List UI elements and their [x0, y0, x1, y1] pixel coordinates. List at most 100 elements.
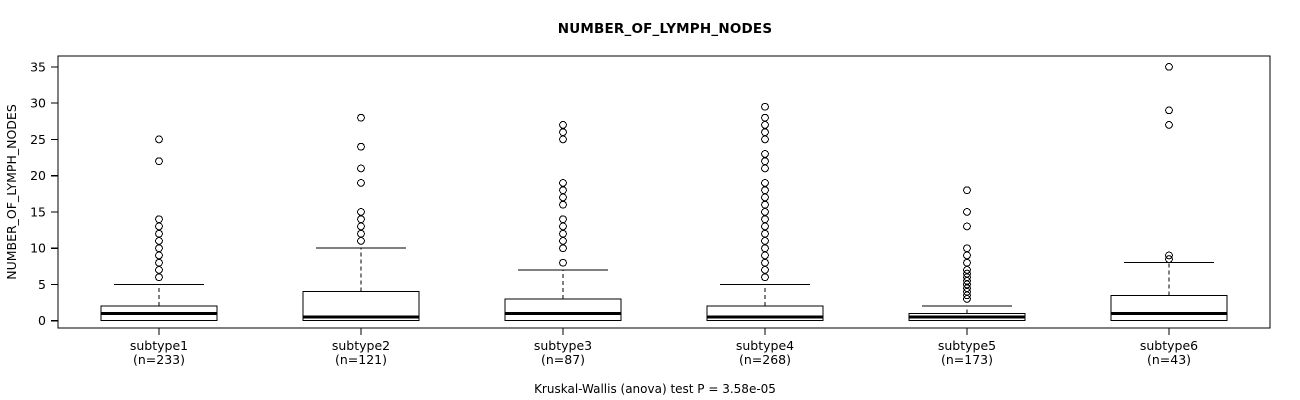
outlier-point	[761, 229, 769, 238]
outlier-point	[1165, 121, 1173, 129]
statistical-test-note: Kruskal-Wallis (anova) test P = 3.58e-05	[534, 382, 776, 396]
outlier-point	[761, 113, 769, 122]
box-body	[504, 298, 622, 322]
outlier-point	[155, 215, 163, 224]
outlier-point	[155, 222, 163, 231]
outlier-point	[761, 251, 769, 260]
outlier-point	[761, 150, 769, 158]
y-tick-label: 5	[38, 277, 46, 292]
x-axis-category-label: subtype3	[534, 338, 592, 353]
outlier-point	[963, 251, 971, 260]
outlier-point	[559, 237, 567, 245]
outlier-point	[761, 102, 769, 111]
outlier-point	[761, 258, 769, 267]
plot-border	[57, 55, 1271, 329]
boxplot-group-subtype5	[908, 186, 1026, 322]
outlier-point	[761, 135, 769, 144]
boxplot-group-subtype3	[504, 121, 622, 322]
plot-frame	[57, 55, 1271, 329]
outlier-point	[1165, 251, 1173, 260]
outlier-point	[155, 135, 163, 144]
outlier-point	[559, 258, 567, 267]
outlier-point	[559, 179, 567, 187]
outlier-point	[155, 229, 163, 238]
outlier-point	[761, 164, 769, 173]
x-axis-count-label: (n=43)	[1147, 352, 1191, 367]
outlier-point	[761, 266, 769, 274]
outlier-point	[559, 135, 567, 144]
outlier-point	[357, 113, 365, 122]
outlier-point	[559, 244, 567, 253]
outlier-point	[963, 222, 971, 231]
x-axis-count-label: (n=173)	[941, 352, 993, 367]
outlier-point	[559, 121, 567, 129]
outlier-point	[559, 186, 567, 195]
outlier-point	[761, 244, 769, 253]
outlier-point	[761, 215, 769, 224]
outlier-point	[155, 237, 163, 245]
outlier-point	[963, 186, 971, 195]
outlier-point	[761, 273, 769, 282]
box-series	[100, 62, 1228, 322]
outlier-point	[761, 128, 769, 137]
outlier-point	[761, 200, 769, 209]
outlier-point	[559, 128, 567, 137]
outlier-point	[963, 258, 971, 267]
outlier-point	[761, 237, 769, 245]
x-axis-category-label: subtype6	[1140, 338, 1198, 353]
y-tick-label: 0	[38, 313, 46, 328]
outlier-point	[761, 157, 769, 166]
outlier-point	[357, 208, 365, 216]
outlier-point	[761, 222, 769, 231]
outlier-point	[357, 179, 365, 187]
x-axis-count-label: (n=121)	[335, 352, 387, 367]
outlier-point	[761, 179, 769, 187]
y-tick-label: 30	[30, 96, 46, 111]
x-axis-count-label: (n=233)	[133, 352, 185, 367]
outlier-point	[155, 251, 163, 260]
outlier-point	[761, 121, 769, 129]
x-axis-count-label: (n=268)	[739, 352, 791, 367]
outlier-point	[559, 215, 567, 224]
boxplot-group-subtype6	[1110, 62, 1228, 322]
y-tick-label: 10	[30, 241, 46, 256]
outlier-point	[357, 164, 365, 173]
outlier-point	[357, 142, 365, 151]
y-tick-label: 20	[30, 168, 46, 183]
outlier-point	[155, 258, 163, 267]
page-title: NUMBER_OF_LYMPH_NODES	[558, 21, 773, 37]
outlier-point	[761, 193, 769, 202]
outlier-point	[559, 229, 567, 238]
x-axis-category-label: subtype1	[130, 338, 188, 353]
outlier-point	[1165, 62, 1173, 71]
y-tick-label: 35	[30, 59, 46, 74]
outlier-point	[357, 237, 365, 245]
outlier-point	[963, 244, 971, 253]
boxplot-group-subtype4	[706, 102, 824, 322]
y-tick-label: 25	[30, 132, 46, 147]
x-axis	[158, 328, 1170, 335]
outlier-point	[1165, 255, 1173, 263]
outlier-point	[155, 273, 163, 282]
y-axis: 0 5 10 15 20 25 30 35	[30, 59, 58, 328]
outlier-point	[963, 208, 971, 216]
outlier-point	[963, 269, 971, 278]
x-axis-count-label: (n=87)	[541, 352, 585, 367]
outlier-point	[155, 244, 163, 253]
boxplot-group-subtype1	[100, 135, 218, 322]
x-axis-labels: subtype1(n=233)subtype2(n=121)subtype3(n…	[130, 338, 1198, 367]
outlier-point	[559, 200, 567, 209]
x-axis-category-label: subtype4	[736, 338, 794, 353]
outlier-point	[357, 229, 365, 238]
x-axis-category-label: subtype2	[332, 338, 390, 353]
outlier-point	[761, 208, 769, 216]
outlier-point	[155, 266, 163, 274]
y-tick-label: 15	[30, 204, 46, 219]
outlier-point	[559, 222, 567, 231]
outlier-point	[559, 193, 567, 202]
x-axis-category-label: subtype5	[938, 338, 996, 353]
y-axis-title: NUMBER_OF_LYMPH_NODES	[4, 104, 19, 280]
outlier-point	[155, 157, 163, 166]
